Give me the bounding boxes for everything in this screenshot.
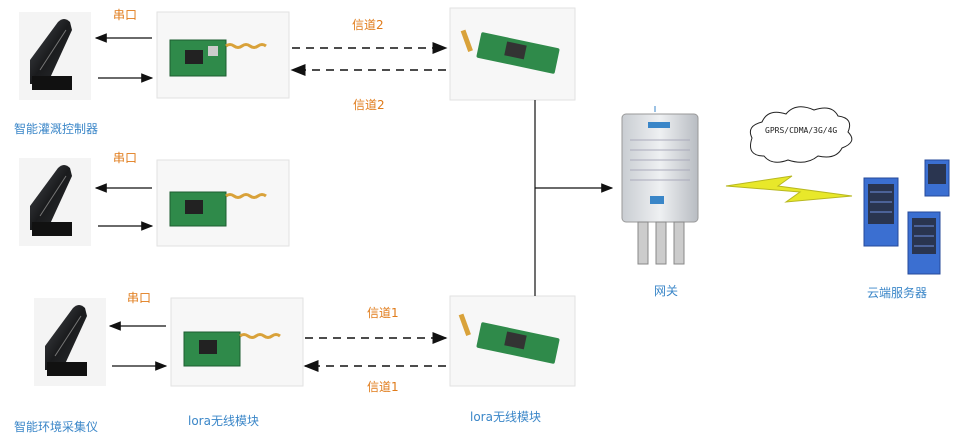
network-cloud bbox=[749, 106, 853, 163]
wireless-bolt bbox=[725, 175, 853, 203]
channel1-label-bottom: 信道1 bbox=[367, 380, 399, 394]
lora-module-label-left: lora无线模块 bbox=[188, 414, 259, 428]
serial-label-middle: 串口 bbox=[113, 151, 138, 165]
lora-module-image-top-right bbox=[449, 7, 576, 101]
irrigation-controller-image bbox=[19, 12, 91, 100]
bus-line bbox=[534, 100, 614, 296]
channel1-label-top: 信道1 bbox=[367, 306, 399, 320]
gateway-image bbox=[621, 106, 699, 265]
irrigation-controller-image-2 bbox=[19, 158, 91, 246]
serial-arrows bbox=[94, 33, 168, 371]
channel-arrows bbox=[290, 42, 448, 372]
channel2-label-bottom: 信道2 bbox=[353, 98, 385, 112]
lora-module-image-bottom-left bbox=[170, 297, 304, 387]
env-collector-image bbox=[34, 298, 106, 386]
cloud-server-label: 云端服务器 bbox=[867, 286, 928, 300]
gateway-label: 网关 bbox=[654, 284, 679, 298]
channel2-label-top: 信道2 bbox=[352, 18, 384, 32]
env-collector-label: 智能环境采集仪 bbox=[14, 420, 99, 434]
lora-module-image-bottom-right bbox=[449, 295, 576, 387]
serial-label-bottom: 串口 bbox=[127, 291, 152, 305]
network-label: GPRS/CDMA/3G/4G bbox=[765, 126, 838, 135]
cloud-server-image bbox=[863, 159, 950, 275]
lora-module-image-middle bbox=[156, 159, 290, 247]
lora-module-image-top-left bbox=[156, 11, 290, 99]
lora-module-label-right: lora无线模块 bbox=[470, 410, 541, 424]
serial-label-top: 串口 bbox=[113, 8, 138, 22]
irrigation-controller-label: 智能灌溉控制器 bbox=[14, 122, 99, 136]
